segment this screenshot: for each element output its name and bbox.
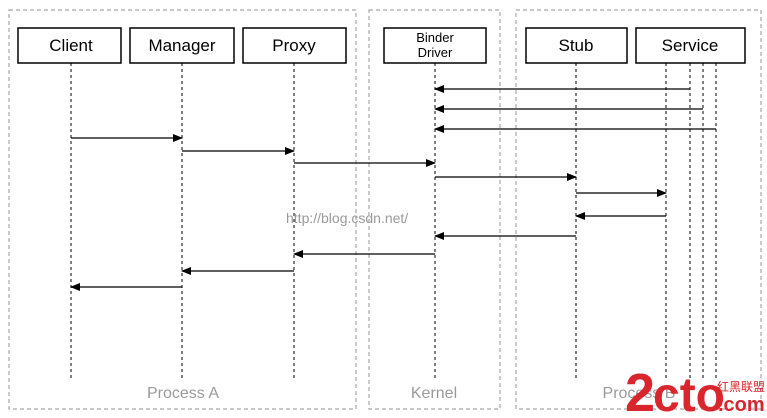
participant-label-service: Service: [662, 36, 719, 55]
participant-box-proxy: [242, 27, 347, 64]
participant-label-stub: Stub: [559, 36, 594, 55]
participant-box-manager: [129, 27, 235, 64]
brand-watermark-com: .com: [718, 394, 765, 416]
participant-label-proxy: Proxy: [272, 36, 316, 55]
participant-box-client: [17, 27, 122, 64]
brand-watermark-2: 2: [625, 363, 655, 418]
group-process-b: Process B: [515, 9, 762, 410]
brand-watermark-cn: 红黑联盟: [717, 379, 765, 394]
participant-label-binder-line-1: Binder: [416, 30, 454, 45]
participant-stub: Stub: [525, 27, 628, 64]
participant-box-service: [635, 27, 746, 64]
participant-label-manager: Manager: [148, 36, 215, 55]
participant-box-stub: [525, 27, 628, 64]
participant-client: Client: [17, 27, 122, 64]
participant-label-binder-line-2: Driver: [418, 45, 453, 60]
brand-watermark: 2 cto 红黑联盟 .com: [625, 363, 765, 418]
group-frame-process-b: [515, 9, 762, 410]
watermark-url: http://blog.csdn.net/: [286, 210, 408, 226]
participant-box-binder: [383, 27, 487, 64]
group-label-kernel: Kernel: [411, 385, 457, 402]
brand-watermark-cto: cto: [653, 369, 725, 418]
participant-label-client: Client: [49, 36, 93, 55]
participant-proxy: Proxy: [242, 27, 347, 64]
message-arrows: [70, 85, 716, 291]
participant-service: Service: [635, 27, 746, 64]
group-label-process-a: Process A: [147, 385, 219, 402]
group-label-process-b: Process B: [603, 385, 676, 402]
participant-manager: Manager: [129, 27, 235, 64]
lifelines: [70, 63, 717, 378]
